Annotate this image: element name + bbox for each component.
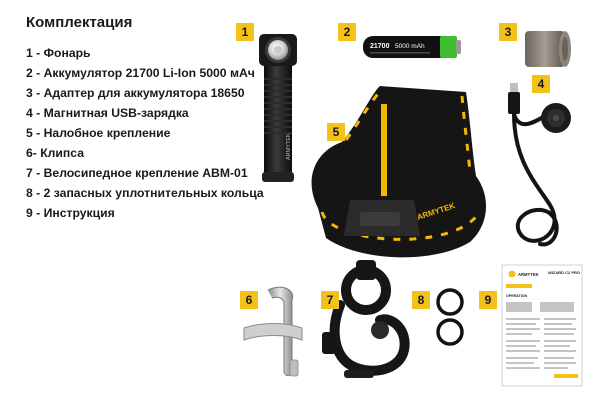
list-item: 8 - 2 запасных уплотнительных кольца [26, 186, 276, 200]
manual-section: OPERATION [506, 294, 528, 298]
item-label: Налобное крепление [43, 126, 171, 140]
clip-image [243, 286, 303, 377]
list-item: 6- Клипса [26, 146, 276, 160]
list-item: 2 - Аккумулятор 21700 Li-Ion 5000 мАч [26, 66, 276, 80]
item-label: Велосипедное крепление ABM-01 [43, 166, 248, 180]
badge-4: 4 [532, 75, 550, 93]
item-label: Магнитная USB-зарядка [43, 106, 189, 120]
item-label: Аккумулятор 21700 Li-Ion 5000 мАч [43, 66, 255, 80]
list-item: 5 - Налобное крепление [26, 126, 276, 140]
item-number: 1 - [26, 46, 44, 60]
item-number: 7 - [26, 166, 44, 180]
flashlight-image: ARMYTEK [259, 34, 297, 182]
badge-6: 6 [240, 291, 258, 309]
usb-charger-image [508, 83, 571, 247]
list-item: 4 - Магнитная USB-зарядка [26, 106, 276, 120]
battery-adapter-image [525, 31, 571, 67]
item-label: Инструкция [43, 206, 115, 220]
page-title: Комплектация [26, 14, 133, 31]
item-number: 6- [26, 146, 41, 160]
battery-image: 21700 5000 mAh [363, 36, 461, 58]
item-label: 2 запасных уплотнительных кольца [43, 186, 264, 200]
item-number: 3 - [26, 86, 44, 100]
item-number: 8 - [26, 186, 44, 200]
battery-model: 21700 [370, 43, 390, 50]
o-rings-image [436, 288, 464, 346]
badge-8: 8 [412, 291, 430, 309]
list-item: 9 - Инструкция [26, 206, 276, 220]
item-number: 9 - [26, 206, 44, 220]
item-number: 5 - [26, 126, 44, 140]
list-item: 7 - Велосипедное крепление ABM-01 [26, 166, 276, 180]
battery-capacity: 5000 mAh [395, 43, 425, 50]
flashlight-brand: ARMYTEK [286, 133, 292, 160]
item-label: Адаптер для аккумулятора 18650 [43, 86, 245, 100]
item-label: Фонарь [43, 46, 91, 60]
contents-list: 1 - Фонарь 2 - Аккумулятор 21700 Li-Ion … [26, 46, 276, 226]
badge-1: 1 [236, 23, 254, 41]
bike-mount-image [322, 260, 410, 378]
item-label: Клипса [40, 146, 84, 160]
badge-9: 9 [479, 291, 497, 309]
headband-image: ARMYTEK [311, 86, 487, 258]
list-item: 3 - Адаптер для аккумулятора 18650 [26, 86, 276, 100]
list-item: 1 - Фонарь [26, 46, 276, 60]
manual-brand: ARMYTEK [518, 272, 539, 277]
manual-image: ARMYTEK WIZARD C2 PRO OPERATION [501, 264, 583, 387]
manual-model: WIZARD C2 PRO [548, 270, 580, 275]
badge-2: 2 [338, 23, 356, 41]
badge-7: 7 [321, 291, 339, 309]
badge-5: 5 [327, 123, 345, 141]
item-number: 4 - [26, 106, 44, 120]
badge-3: 3 [499, 23, 517, 41]
item-number: 2 - [26, 66, 44, 80]
